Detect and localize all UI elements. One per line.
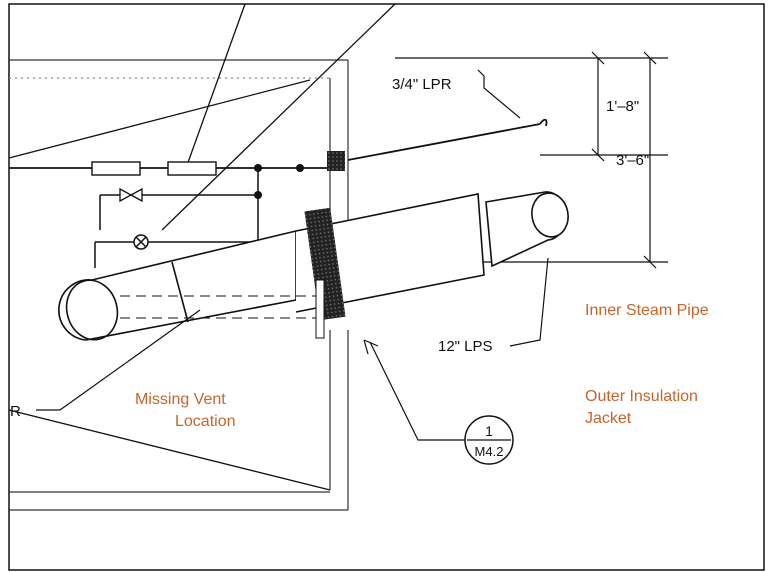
- wall-sleeve-small: [327, 151, 345, 171]
- sleeve-flange: [315, 279, 325, 339]
- union-fitting-icon: [296, 164, 304, 172]
- missing-vent-annotation-line1: Missing Vent: [135, 391, 226, 408]
- wall-sleeve-large: [304, 207, 346, 321]
- label-leaders: [36, 69, 549, 441]
- tee-fitting-icon: [254, 191, 262, 199]
- outer-jacket-annotation-line2: Jacket: [585, 410, 632, 427]
- dimension-upper-label: 1'–8": [606, 98, 639, 115]
- leader-lines: [8, 3, 396, 491]
- check-valve-icon: [133, 234, 149, 250]
- outer-insulation-jacket: [58, 193, 485, 341]
- section-callout: [464, 415, 514, 465]
- left-cut-label: R: [10, 403, 21, 420]
- dimension-lower-label: 3'–6": [616, 152, 649, 169]
- lps-label: 12" LPS: [438, 338, 493, 355]
- section-number: 1: [485, 423, 493, 439]
- missing-vent-annotation-line2: Location: [175, 413, 236, 430]
- lpr-label: 3/4" LPR: [392, 76, 452, 93]
- gate-valve-icon: [119, 187, 143, 203]
- outer-jacket-annotation-line1: Outer Insulation: [585, 388, 698, 405]
- steam-traps: [91, 161, 217, 176]
- tee-fitting-icon: [254, 164, 262, 172]
- inner-steam-pipe: [120, 295, 320, 319]
- sheet-border: [8, 3, 765, 571]
- lpr-pipe-line: [9, 118, 548, 169]
- section-sheet: M4.2: [475, 444, 504, 459]
- inner-steam-pipe-annotation: Inner Steam Pipe: [585, 302, 709, 319]
- inner-pipe-end: [485, 191, 569, 268]
